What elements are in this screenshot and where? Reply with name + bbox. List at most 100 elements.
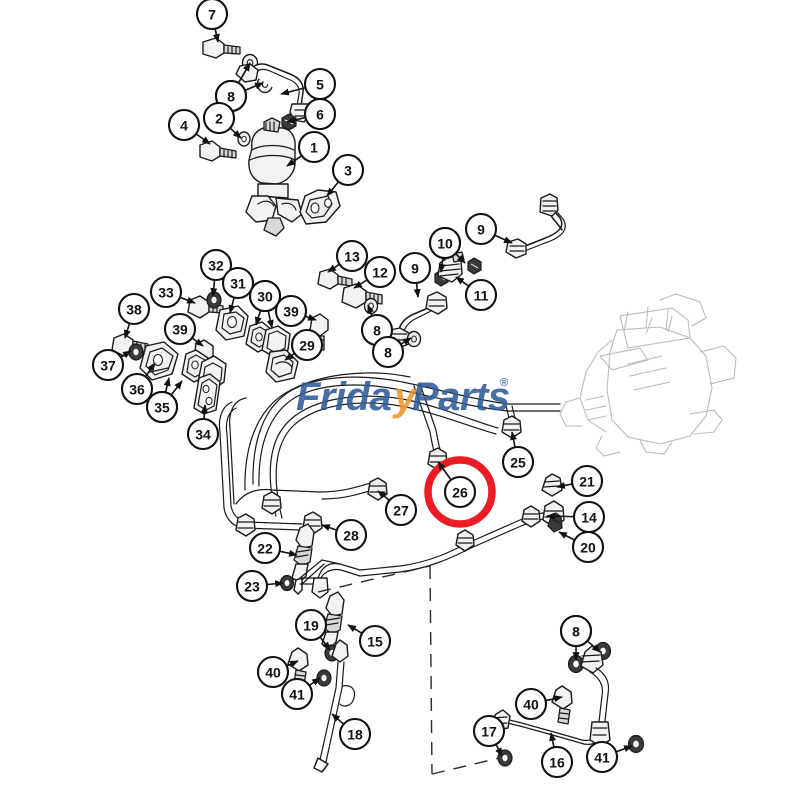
callout-circle-16[interactable] <box>540 745 574 779</box>
callout-leader-34 <box>200 404 208 419</box>
callout-leader-1 <box>286 155 302 167</box>
callout-circle-23[interactable] <box>235 569 269 603</box>
callout-circle-8[interactable] <box>371 335 405 369</box>
callout-bubble-40[interactable]: 40 <box>514 687 548 721</box>
callout-bubble-33[interactable]: 33 <box>149 275 183 309</box>
callout-circle-26[interactable] <box>443 475 477 509</box>
callout-circle-33[interactable] <box>149 275 183 309</box>
callout-bubble-5[interactable]: 5 <box>303 67 337 101</box>
callout-circle-40[interactable] <box>514 687 548 721</box>
callout-circle-39[interactable] <box>274 294 308 328</box>
callout-circle-29[interactable] <box>290 328 324 362</box>
callout-bubble-31[interactable]: 31 <box>221 266 255 300</box>
callout-bubble-23[interactable]: 23 <box>235 569 269 603</box>
callout-circle-28[interactable] <box>334 518 368 552</box>
callout-bubble-1[interactable]: 1 <box>297 130 331 164</box>
callout-circle-2[interactable] <box>202 101 236 135</box>
callout-bubble-2[interactable]: 2 <box>202 101 236 135</box>
callout-bubble-35[interactable]: 35 <box>145 390 179 424</box>
callout-circle-36[interactable] <box>120 372 154 406</box>
callout-bubble-41[interactable]: 41 <box>585 740 619 774</box>
callout-bubble-38[interactable]: 38 <box>117 292 151 326</box>
callout-circle-1[interactable] <box>297 130 331 164</box>
callout-bubble-10[interactable]: 10 <box>428 226 462 260</box>
callout-bubble-18[interactable]: 18 <box>338 717 372 751</box>
callout-circle-37[interactable] <box>91 348 125 382</box>
callout-circle-21[interactable] <box>570 464 604 498</box>
callout-circle-12[interactable] <box>363 255 397 289</box>
callout-bubble-13[interactable]: 13 <box>335 239 369 273</box>
callout-circle-3[interactable] <box>331 153 365 187</box>
callout-leader-lines <box>120 28 633 757</box>
callout-bubble-15[interactable]: 15 <box>358 624 392 658</box>
callout-circle-17[interactable] <box>472 714 506 748</box>
callout-circle-20[interactable] <box>571 530 605 564</box>
callout-bubble-6[interactable]: 6 <box>303 97 337 131</box>
callout-circle-10[interactable] <box>428 226 462 260</box>
callout-leader-15 <box>347 624 363 634</box>
callout-bubble-19[interactable]: 19 <box>294 608 328 642</box>
callout-bubble-7[interactable]: 7 <box>195 0 229 31</box>
callout-bubble-37[interactable]: 37 <box>91 348 125 382</box>
callout-leader-7 <box>212 28 220 43</box>
callout-circle-41[interactable] <box>280 677 314 711</box>
callout-bubble-28[interactable]: 28 <box>334 518 368 552</box>
callout-bubble-36[interactable]: 36 <box>120 372 154 406</box>
callout-bubble-9[interactable]: 9 <box>398 251 432 285</box>
callout-bubble-22[interactable]: 22 <box>248 531 282 565</box>
callout-bubble-20[interactable]: 20 <box>571 530 605 564</box>
callout-leader-35 <box>170 380 183 396</box>
callout-circle-22[interactable] <box>248 531 282 565</box>
callout-bubble-12[interactable]: 12 <box>363 255 397 289</box>
callout-bubble-39[interactable]: 39 <box>163 312 197 346</box>
callout-bubble-26[interactable]: 26 <box>443 475 477 509</box>
callout-circle-32[interactable] <box>199 248 233 282</box>
callout-circle-34[interactable] <box>186 417 220 451</box>
callout-circle-5[interactable] <box>303 67 337 101</box>
callout-circle-7[interactable] <box>195 0 229 31</box>
return-line-ferrule-a <box>455 529 475 552</box>
callout-circle-9[interactable] <box>398 251 432 285</box>
callout-circle-8[interactable] <box>559 614 593 648</box>
callout-circle-18[interactable] <box>338 717 372 751</box>
callout-circle-25[interactable] <box>501 445 535 479</box>
callout-bubble-21[interactable]: 21 <box>570 464 604 498</box>
callout-circle-30[interactable] <box>248 279 282 313</box>
callout-circle-11[interactable] <box>464 278 498 312</box>
callout-bubble-30[interactable]: 30 <box>248 279 282 313</box>
callout-circle-38[interactable] <box>117 292 151 326</box>
callout-bubble-8[interactable]: 8 <box>371 335 405 369</box>
callout-bubble-8[interactable]: 8 <box>559 614 593 648</box>
callout-circle-39[interactable] <box>163 312 197 346</box>
callout-bubble-14[interactable]: 14 <box>572 500 606 534</box>
callout-bubble-4[interactable]: 4 <box>167 108 201 142</box>
callout-circle-4[interactable] <box>167 108 201 142</box>
watermark-fridayparts: Frida y Parts ® <box>296 375 510 419</box>
callout-circle-9[interactable] <box>464 212 498 246</box>
callout-circle-27[interactable] <box>384 493 418 527</box>
callout-bubble-39[interactable]: 39 <box>274 294 308 328</box>
part-line-ferrule-left-a <box>235 513 256 537</box>
callout-circle-15[interactable] <box>358 624 392 658</box>
callout-circle-19[interactable] <box>294 608 328 642</box>
callout-bubble-11[interactable]: 11 <box>464 278 498 312</box>
callout-circle-40[interactable] <box>256 655 290 689</box>
callout-bubble-3[interactable]: 3 <box>331 153 365 187</box>
callout-bubble-17[interactable]: 17 <box>472 714 506 748</box>
callout-bubble-25[interactable]: 25 <box>501 445 535 479</box>
callout-bubble-16[interactable]: 16 <box>540 745 574 779</box>
callout-leader-20 <box>558 531 575 541</box>
callout-bubble-9[interactable]: 9 <box>464 212 498 246</box>
callout-circle-41[interactable] <box>585 740 619 774</box>
callout-circle-6[interactable] <box>303 97 337 131</box>
callout-bubble-27[interactable]: 27 <box>384 493 418 527</box>
callout-bubble-40[interactable]: 40 <box>256 655 290 689</box>
callout-circle-13[interactable] <box>335 239 369 273</box>
callout-bubble-29[interactable]: 29 <box>290 328 324 362</box>
callout-circle-31[interactable] <box>221 266 255 300</box>
callout-circle-35[interactable] <box>145 390 179 424</box>
callout-bubble-41[interactable]: 41 <box>280 677 314 711</box>
callout-bubble-34[interactable]: 34 <box>186 417 220 451</box>
callout-circle-14[interactable] <box>572 500 606 534</box>
